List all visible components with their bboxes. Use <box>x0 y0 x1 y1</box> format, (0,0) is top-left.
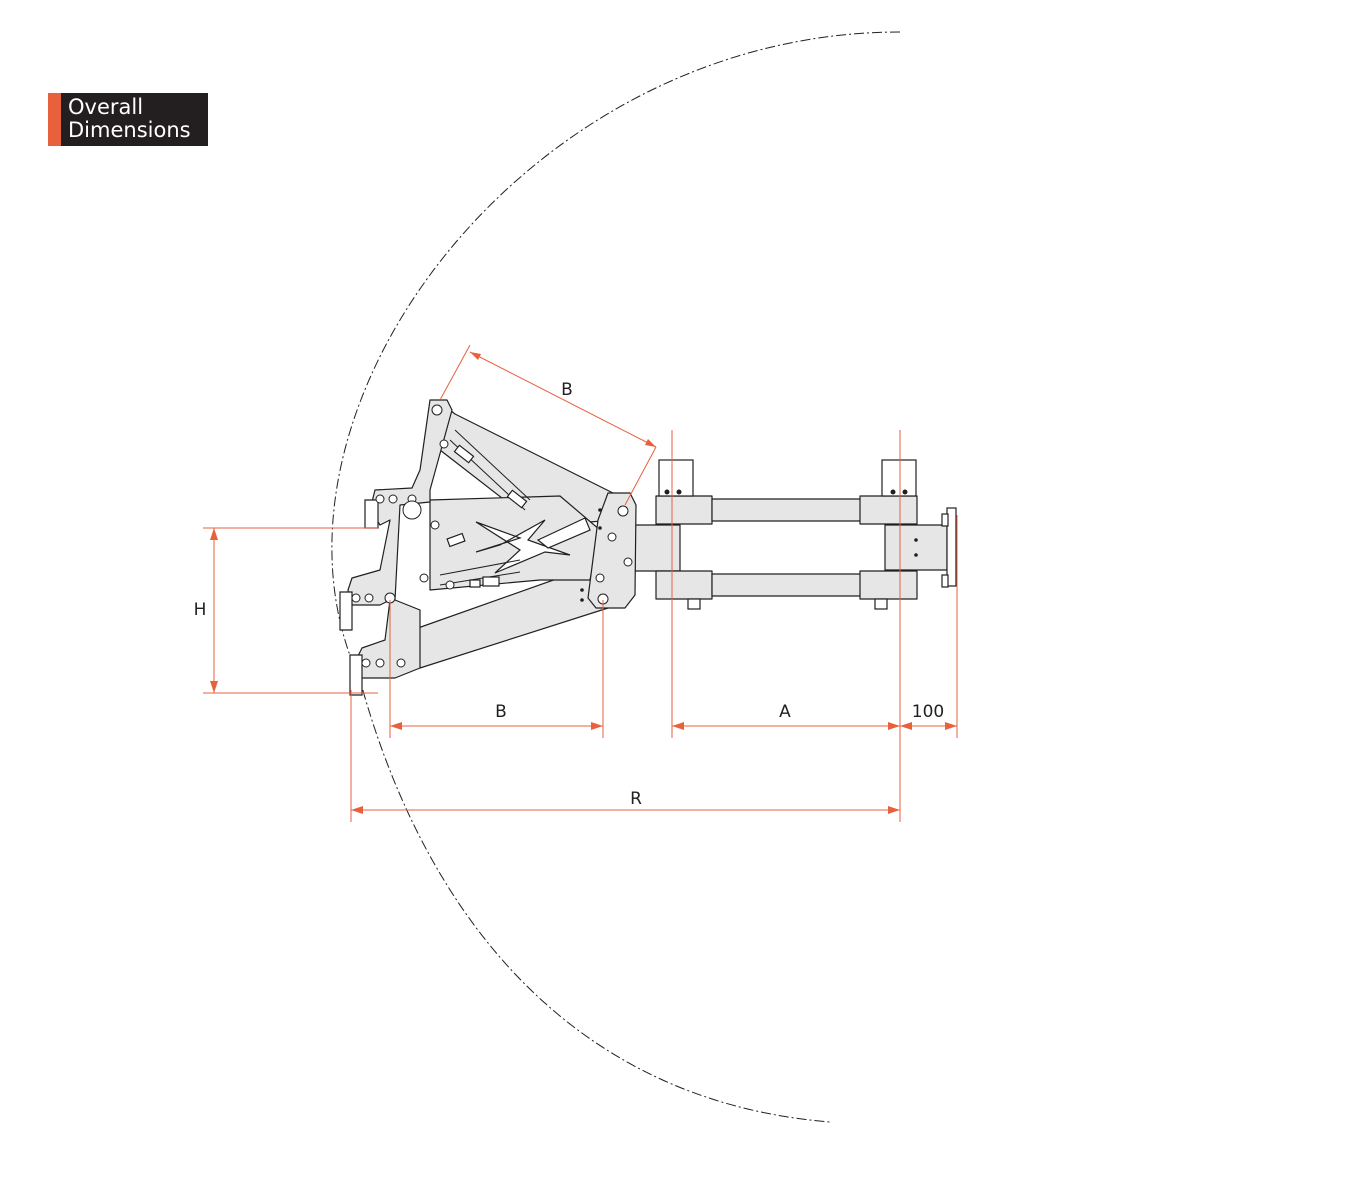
title-badge: Overall Dimensions <box>48 93 208 146</box>
dimension-r: R <box>350 690 900 822</box>
dimension-h: H <box>194 527 378 694</box>
page-title: Overall Dimensions <box>68 95 191 142</box>
telescopic-boom <box>634 459 957 610</box>
lattice-arm-frame <box>417 401 619 669</box>
joint-plate <box>580 492 637 609</box>
gripper-plate <box>339 399 455 696</box>
dimension-label-a: A <box>779 702 791 722</box>
dimension-label-h: H <box>194 600 207 620</box>
dimension-offset: 100 <box>900 515 958 738</box>
dimension-b-horizontal: B <box>389 600 604 738</box>
dimension-a: A <box>671 430 901 822</box>
title-accent-bar <box>48 93 61 146</box>
hydraulic-cylinders <box>446 444 528 588</box>
dimension-label-r: R <box>630 789 642 809</box>
dimension-label-b-horizontal: B <box>495 702 507 722</box>
dimension-label-offset: 100 <box>912 702 944 722</box>
swing-radius-arc <box>331 31 901 1123</box>
dimension-label-b-diagonal: B <box>561 380 573 400</box>
dimension-b-diagonal: B <box>439 344 657 506</box>
